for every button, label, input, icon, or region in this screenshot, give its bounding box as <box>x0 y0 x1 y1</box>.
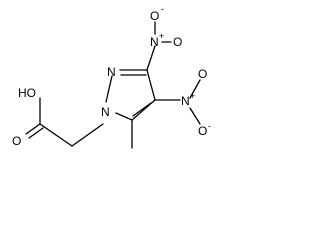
bond-c3-c4 <box>146 69 156 101</box>
bond-c5-n1 <box>115 112 133 121</box>
nitro4-n-label: N <box>181 94 190 108</box>
bond-nitro4-n-o-b <box>189 107 201 125</box>
nitro4-n-charge: + <box>190 91 195 101</box>
structure-canvas: HO O N N N + O O - N + O O - <box>12 4 211 149</box>
nitro3-o-minus-label: O <box>150 9 159 23</box>
bonds <box>25 21 201 149</box>
nitro3-o-label: O <box>173 35 182 49</box>
bond-n1-n2 <box>105 75 113 103</box>
bond-c3-nitro <box>146 45 156 71</box>
bond-carboxyl-ch2 <box>39 123 73 147</box>
atom-labels: HO O N N N + O O - N + O O - <box>12 4 211 148</box>
bond-c-o-double-b <box>28 127 44 139</box>
ring-n1-label: N <box>101 105 110 119</box>
nitro3-n-charge: + <box>159 31 164 41</box>
hydroxyl-label: HO <box>18 86 36 100</box>
nitro4-o-label: O <box>198 124 207 138</box>
bond-nitro4-n-o <box>189 79 201 99</box>
nitro4-o-charge: - <box>208 121 211 131</box>
bond-c-o-double-a <box>25 123 41 135</box>
nitro4-o-minus-label: O <box>198 67 207 81</box>
ring-n2-label: N <box>107 65 116 79</box>
carbonyl-oxygen-label: O <box>12 134 21 148</box>
bond-c4-c5-double <box>132 102 152 117</box>
molecule-structure-diagram: HO O N N N + O O - N + O O - <box>12 4 211 149</box>
nitro3-o-charge: - <box>161 4 164 14</box>
nitro3-n-label: N <box>150 35 159 49</box>
bond-ch2-n1 <box>71 123 104 147</box>
